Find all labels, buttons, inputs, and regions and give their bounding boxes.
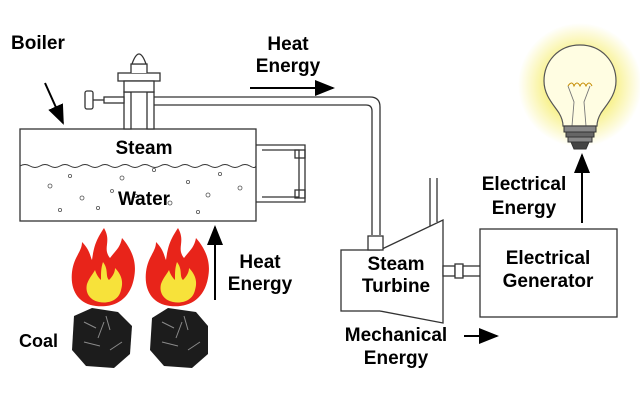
coal-label: Coal — [19, 331, 59, 351]
water-label: Water — [117, 189, 171, 210]
mechanical-energy-label-line1: Mechanical — [344, 325, 448, 346]
mechanical-energy-label-line2: Energy — [363, 348, 429, 369]
steam-label: Steam — [115, 138, 173, 159]
steam-turbine — [340, 178, 484, 324]
coal-icon — [72, 308, 132, 368]
heat-energy-top-label-line1: Heat — [267, 34, 309, 55]
coal-icon — [150, 308, 208, 368]
heat-energy-top-label-line2: Energy — [255, 56, 321, 77]
valve-icon — [84, 53, 161, 130]
boiler-pointer-arrow — [44, 82, 64, 125]
heat-energy-mid-label-line2: Energy — [227, 274, 293, 295]
steam-pipe — [154, 96, 381, 235]
steam-turbine-label-line2: Turbine — [361, 276, 431, 297]
electrical-energy-label-line1: Electrical — [481, 174, 567, 195]
boiler-label: Boiler — [11, 33, 65, 54]
electrical-generator-label-line1: Electrical — [505, 248, 591, 269]
electrical-energy-label-line2: Energy — [491, 198, 557, 219]
arrows — [44, 80, 590, 344]
flame-icon — [145, 228, 209, 307]
heat-energy-mid-label-line1: Heat — [239, 252, 281, 273]
steam-turbine-label-line1: Steam — [367, 254, 425, 275]
light-bulb-icon — [518, 23, 640, 150]
boiler-tank — [19, 128, 306, 222]
water-bubbles — [47, 167, 243, 214]
flame-icon — [71, 228, 135, 307]
electrical-generator-label-line2: Generator — [502, 271, 594, 292]
electrical-generator-box — [479, 228, 618, 318]
